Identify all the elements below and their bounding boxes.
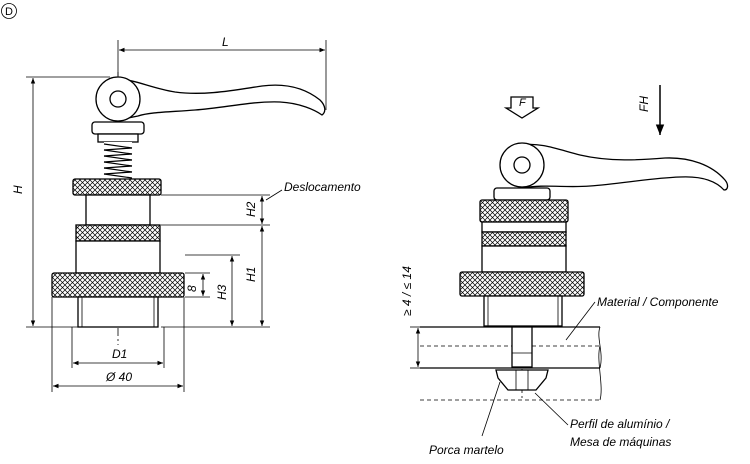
force-arrow-F: F xyxy=(503,96,541,119)
view-marker-letter: D xyxy=(5,6,13,18)
right-body xyxy=(481,245,567,273)
dim-H1: H1 xyxy=(244,267,258,282)
right-neck xyxy=(481,221,567,233)
label-F: F xyxy=(519,97,527,109)
left-clamp-drawing: L H H2 Deslocamento H1 H3 8 D1 xyxy=(11,35,361,392)
dim-H2: H2 xyxy=(244,201,258,217)
dim-D1: D1 xyxy=(112,347,127,361)
right-lever-handle xyxy=(521,143,729,191)
dim-D40: Ø 40 xyxy=(105,370,132,384)
left-body xyxy=(75,240,161,274)
left-middle-knurl xyxy=(75,224,161,242)
dim-H3: H3 xyxy=(215,284,229,300)
label-deslocamento: Deslocamento xyxy=(284,180,361,194)
label-FH: FH xyxy=(637,96,651,112)
left-flange-knurled xyxy=(51,272,185,298)
force-arrow-FH: FH xyxy=(637,85,665,135)
label-perfil-line1: Perfil de alumínio / xyxy=(570,417,671,431)
left-cam-base xyxy=(97,133,139,143)
screw-shank xyxy=(511,326,533,368)
left-top-knurled-ring xyxy=(72,178,162,196)
right-middle-knurl xyxy=(481,231,567,247)
dim-L: L xyxy=(222,35,229,49)
label-material: Material / Componente xyxy=(597,295,719,309)
right-lever-pin xyxy=(513,156,531,174)
left-lever-handle xyxy=(117,79,326,121)
material-break-line xyxy=(598,326,602,369)
dim-range: ≥ 4 / ≤ 14 xyxy=(400,266,414,316)
label-porca: Porca martelo xyxy=(429,443,504,457)
dim-8: 8 xyxy=(185,285,199,292)
left-lever-pin xyxy=(109,90,127,108)
label-perfil-line2: Mesa de máquinas xyxy=(570,435,671,449)
left-thread xyxy=(77,296,159,328)
t-nut xyxy=(495,369,549,391)
right-top-knurled-ring xyxy=(479,199,569,223)
right-thread xyxy=(483,295,563,327)
left-neck xyxy=(85,194,151,226)
right-clamp-drawing: F FH xyxy=(400,85,729,457)
left-spring xyxy=(103,142,133,179)
view-marker: D xyxy=(1,3,17,19)
right-cam-block xyxy=(493,187,551,201)
dim-H: H xyxy=(11,185,25,194)
left-cam-block xyxy=(91,121,145,135)
right-flange-knurled xyxy=(459,271,585,297)
